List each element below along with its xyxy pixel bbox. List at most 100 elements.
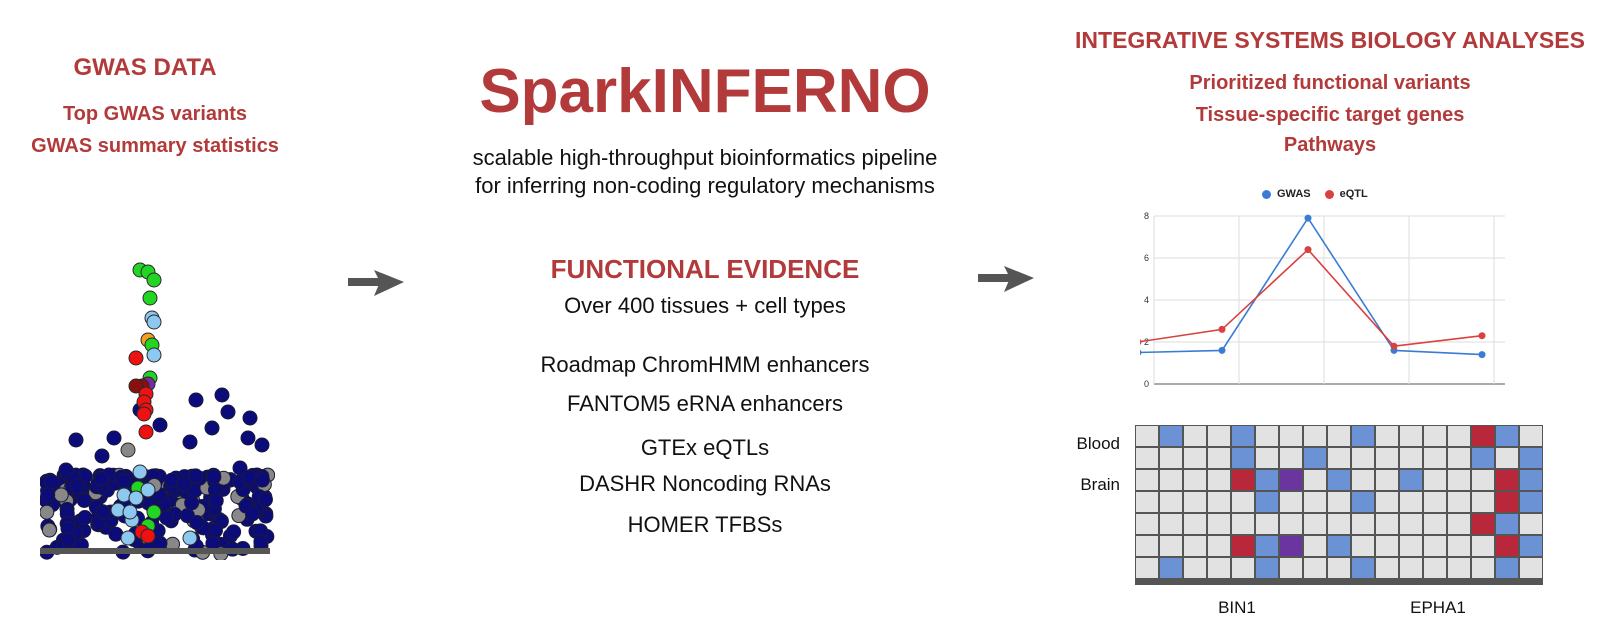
scatter-baseline (40, 548, 270, 554)
heatmap-cell (1136, 492, 1158, 512)
heatmap-cell (1304, 536, 1326, 556)
heatmap-cell (1328, 448, 1350, 468)
heatmap-cell (1136, 470, 1158, 490)
heatmap-cell (1160, 470, 1182, 490)
heatmap-cell (1280, 448, 1302, 468)
chart-legend: GWAS eQTL (1262, 188, 1368, 200)
functional-evidence-subtitle: Over 400 tissues + cell types (564, 293, 846, 318)
gwas-item-summary-stats: GWAS summary statistics (31, 135, 279, 157)
evidence-item-homer: HOMER TFBSs (627, 512, 783, 537)
scatter-point (140, 482, 156, 498)
heatmap-cell (1256, 492, 1278, 512)
page-title: SparkINFERNO (479, 57, 931, 126)
scatter-point (182, 530, 198, 546)
data-point-gwas (1478, 351, 1486, 359)
heatmap-cell (1496, 536, 1518, 556)
heatmap-cell (1400, 470, 1422, 490)
heatmap-row-label-brain: Brain (1080, 475, 1120, 494)
scatter-point (176, 476, 192, 492)
heatmap-cell (1208, 470, 1230, 490)
scatter-point (257, 492, 273, 508)
scatter-point (106, 430, 122, 446)
y-tick-label: 2 (1144, 337, 1149, 347)
heatmap-cell (1496, 448, 1518, 468)
heatmap-cell (1352, 426, 1374, 446)
heatmap-cell (1280, 470, 1302, 490)
scatter-point (77, 510, 93, 526)
data-point-gwas (1304, 214, 1312, 222)
heatmap-cell (1184, 470, 1206, 490)
heatmap-cell (1520, 536, 1542, 556)
scatter-point (116, 473, 132, 489)
heatmap-cell (1520, 558, 1542, 578)
heatmap-cell (1280, 514, 1302, 534)
heatmap-cell (1208, 536, 1230, 556)
heatmap-cell (1448, 492, 1470, 512)
scatter-point (226, 524, 242, 540)
scatter-point (245, 506, 261, 522)
heatmap-cell (1376, 536, 1398, 556)
heatmap-cell (1256, 426, 1278, 446)
heatmap-cell (1256, 536, 1278, 556)
scatter-point (69, 478, 85, 494)
scatter-point (242, 410, 258, 426)
heatmap-cell (1424, 492, 1446, 512)
heatmap-cell (1352, 470, 1374, 490)
scatter-point (138, 424, 154, 440)
heatmap-cell (1232, 426, 1254, 446)
scatter-point (189, 515, 205, 531)
gwas-item-top-variants: Top GWAS variants (62, 103, 248, 125)
heatmap-cell (1280, 492, 1302, 512)
heatmap-cell (1232, 558, 1254, 578)
heatmap-cell (1376, 492, 1398, 512)
heatmap-cell (1472, 448, 1494, 468)
heatmap-cell (1160, 448, 1182, 468)
evidence-item-fantom5: FANTOM5 eRNA enhancers (567, 391, 843, 416)
scatter-point (120, 442, 136, 458)
heatmap-cell (1136, 536, 1158, 556)
subtitle-line-2: for inferring non-coding regulatory mech… (475, 173, 935, 198)
arrow-right-icon (348, 270, 404, 296)
legend-swatch-gwas (1262, 189, 1271, 199)
scatter-point (44, 474, 60, 490)
heatmap-cell (1424, 558, 1446, 578)
heatmap-cell (1424, 470, 1446, 490)
heatmap-cell (1520, 492, 1542, 512)
heatmap-cell (1184, 426, 1206, 446)
scatter-point (136, 406, 152, 422)
heatmap-cell (1496, 492, 1518, 512)
data-point-eqtl (1390, 342, 1398, 350)
scatter-point (164, 472, 180, 488)
scatter-point (41, 522, 57, 538)
heatmap-cell (1448, 426, 1470, 446)
heatmap-cell (1328, 426, 1350, 446)
heatmap-cell (1184, 448, 1206, 468)
scatter-point (60, 531, 76, 547)
heatmap-cell (1328, 536, 1350, 556)
scatter-point (95, 504, 111, 520)
heatmap-cell (1208, 558, 1230, 578)
scatter-point (240, 430, 256, 446)
scatter-point (146, 314, 162, 330)
scatter-point (254, 437, 270, 453)
scatter-point (204, 420, 220, 436)
heatmap-cell (1256, 514, 1278, 534)
scatter-point (128, 350, 144, 366)
scatter-point (94, 448, 110, 464)
heatmap-cell (1328, 470, 1350, 490)
heatmap-cell (1376, 470, 1398, 490)
heatmap-cell (1208, 426, 1230, 446)
gwas-scatter-plot (40, 262, 275, 560)
heatmap-cell (1256, 558, 1278, 578)
scatter-point (207, 523, 223, 539)
heatmap-cell (1424, 536, 1446, 556)
evidence-item-roadmap: Roadmap ChromHMM enhancers (540, 352, 870, 377)
scatter-point (146, 504, 162, 520)
scatter-point (152, 417, 168, 433)
heatmap-cell (1448, 536, 1470, 556)
heatmap-cell (1184, 492, 1206, 512)
heatmap-cell (1304, 448, 1326, 468)
heatmap-cell (1136, 426, 1158, 446)
scatter-point (128, 490, 144, 506)
data-point-eqtl (1304, 246, 1312, 254)
